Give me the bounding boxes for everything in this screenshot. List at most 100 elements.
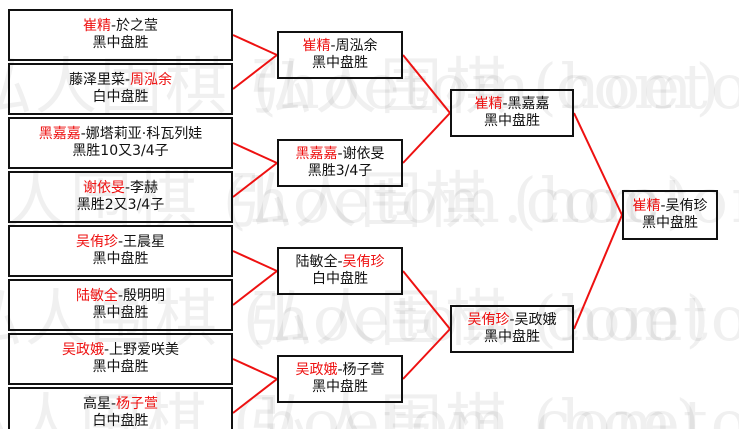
match-box-round-of-16-5[interactable]: 吴侑珍-王晨星黑中盘胜 xyxy=(8,225,233,277)
pairing-separator: - xyxy=(110,18,117,35)
connector-line xyxy=(402,54,451,114)
match-result: 白中盘胜 xyxy=(92,89,149,105)
pairing-separator: - xyxy=(117,288,124,305)
match-result: 黑中盘胜 xyxy=(312,379,368,395)
player-left: 高星 xyxy=(82,396,111,413)
pairing-separator: - xyxy=(337,362,343,379)
match-pairing: 吴侑珍-吴政娥 xyxy=(467,312,556,329)
connector-line xyxy=(232,250,278,272)
match-box-quarterfinals-3[interactable]: 陆敏全-吴侑珍白中盘胜 xyxy=(277,247,403,295)
player-left: 吴侑珍 xyxy=(467,312,510,329)
connector-line xyxy=(232,358,278,380)
pairing-separator: - xyxy=(337,254,343,271)
player-left: 崔精 xyxy=(474,96,503,113)
match-pairing: 陆敏全-吴侑珍 xyxy=(295,254,384,271)
match-box-round-of-16-6[interactable]: 陆敏全-殷明明黑中盘胜 xyxy=(8,279,233,331)
match-pairing: 崔精-周泓余 xyxy=(302,38,377,55)
player-left: 崔精 xyxy=(632,198,661,215)
player-left: 陆敏全 xyxy=(75,288,118,305)
connector-line xyxy=(402,112,451,164)
player-left: 黑嘉嘉 xyxy=(38,126,81,143)
connector-line xyxy=(232,34,278,56)
match-box-quarterfinals-1[interactable]: 崔精-周泓余黑中盘胜 xyxy=(277,31,403,79)
connector-line xyxy=(232,270,278,306)
match-box-semifinals-1[interactable]: 崔精-黑嘉嘉黑中盘胜 xyxy=(450,89,574,137)
player-right: 杨子萱 xyxy=(342,362,385,379)
pairing-separator: - xyxy=(124,180,131,197)
match-pairing: 高星-杨子萱 xyxy=(83,396,158,413)
player-right: 谢依旻 xyxy=(342,146,385,163)
match-pairing: 吴政娥-上野爱咲美 xyxy=(62,342,179,359)
player-left: 吴侑珍 xyxy=(75,234,118,251)
pairing-separator: - xyxy=(110,396,117,413)
pairing-separator: - xyxy=(509,312,515,329)
connector-line xyxy=(573,214,623,330)
connector-line xyxy=(573,112,623,216)
match-pairing: 藤泽里菜-周泓余 xyxy=(69,72,172,89)
match-result: 黑胜2又3/4子 xyxy=(76,197,165,213)
player-left: 谢依旻 xyxy=(82,180,125,197)
player-right: 上野爱咲美 xyxy=(109,342,180,359)
match-result: 黑中盘胜 xyxy=(484,113,540,129)
match-result: 黑中盘胜 xyxy=(92,35,149,51)
match-pairing: 崔精-吴侑珍 xyxy=(632,198,707,215)
match-result: 黑中盘胜 xyxy=(92,251,149,267)
match-box-round-of-16-1[interactable]: 崔精-於之莹黑中盘胜 xyxy=(8,9,233,61)
player-right: 於之莹 xyxy=(116,18,159,35)
player-right: 殷明明 xyxy=(123,288,166,305)
match-pairing: 谢依旻-李赫 xyxy=(83,180,158,197)
match-box-semifinals-2[interactable]: 吴侑珍-吴政娥黑中盘胜 xyxy=(450,305,574,353)
player-left: 崔精 xyxy=(82,18,111,35)
player-right: 李赫 xyxy=(130,180,159,197)
pairing-separator: - xyxy=(502,96,508,113)
match-result: 黑胜10又3/4子 xyxy=(72,143,169,159)
pairing-separator: - xyxy=(330,38,336,55)
match-box-round-of-16-3[interactable]: 黑嘉嘉-娜塔莉亚·科瓦列娃黑胜10又3/4子 xyxy=(8,117,233,169)
pairing-separator: - xyxy=(337,146,343,163)
match-pairing: 黑嘉嘉-娜塔莉亚·科瓦列娃 xyxy=(39,126,203,143)
match-pairing: 崔精-於之莹 xyxy=(83,18,158,35)
match-box-round-of-16-2[interactable]: 藤泽里菜-周泓余白中盘胜 xyxy=(8,63,233,115)
player-left: 崔精 xyxy=(302,38,331,55)
connector-line xyxy=(402,328,451,380)
player-right: 杨子萱 xyxy=(116,396,159,413)
match-pairing: 黑嘉嘉-谢依旻 xyxy=(295,146,384,163)
player-right: 黑嘉嘉 xyxy=(507,96,550,113)
match-pairing: 陆敏全-殷明明 xyxy=(76,288,165,305)
match-box-round-of-16-8[interactable]: 高星-杨子萱白中盘胜 xyxy=(8,387,233,429)
match-pairing: 吴侑珍-王晨星 xyxy=(76,234,165,251)
match-result: 黑中盘胜 xyxy=(642,215,698,231)
player-right: 吴侑珍 xyxy=(342,254,385,271)
pairing-separator: - xyxy=(124,72,131,89)
match-pairing: 吴政娥-杨子萱 xyxy=(295,362,384,379)
player-right: 娜塔莉亚·科瓦列娃 xyxy=(85,126,203,143)
pairing-separator: - xyxy=(117,234,124,251)
match-box-quarterfinals-2[interactable]: 黑嘉嘉-谢依旻黑胜3/4子 xyxy=(277,139,403,187)
player-right: 吴政娥 xyxy=(514,312,557,329)
connector-line xyxy=(232,54,278,90)
match-box-round-of-16-4[interactable]: 谢依旻-李赫黑胜2又3/4子 xyxy=(8,171,233,223)
match-result: 黑中盘胜 xyxy=(92,305,149,321)
player-left: 藤泽里菜 xyxy=(68,72,125,89)
player-left: 吴政娥 xyxy=(295,362,338,379)
match-box-quarterfinals-4[interactable]: 吴政娥-杨子萱黑中盘胜 xyxy=(277,355,403,403)
match-result: 黑胜3/4子 xyxy=(307,163,373,179)
match-pairing: 崔精-黑嘉嘉 xyxy=(474,96,549,113)
pairing-separator: - xyxy=(80,126,86,143)
match-box-round-of-16-7[interactable]: 吴政娥-上野爱咲美黑中盘胜 xyxy=(8,333,233,385)
connector-line xyxy=(232,142,278,164)
match-result: 白中盘胜 xyxy=(312,271,368,287)
match-box-final-1[interactable]: 崔精-吴侑珍黑中盘胜 xyxy=(622,190,718,240)
connector-line xyxy=(232,378,278,414)
match-result: 白中盘胜 xyxy=(92,413,149,429)
player-right: 吴侑珍 xyxy=(665,198,708,215)
match-result: 黑中盘胜 xyxy=(484,329,540,345)
player-left: 陆敏全 xyxy=(295,254,338,271)
pairing-separator: - xyxy=(660,198,666,215)
player-left: 黑嘉嘉 xyxy=(295,146,338,163)
connector-line xyxy=(232,162,278,198)
match-result: 黑中盘胜 xyxy=(92,359,149,375)
match-result: 黑中盘胜 xyxy=(312,55,368,71)
player-left: 吴政娥 xyxy=(61,342,104,359)
